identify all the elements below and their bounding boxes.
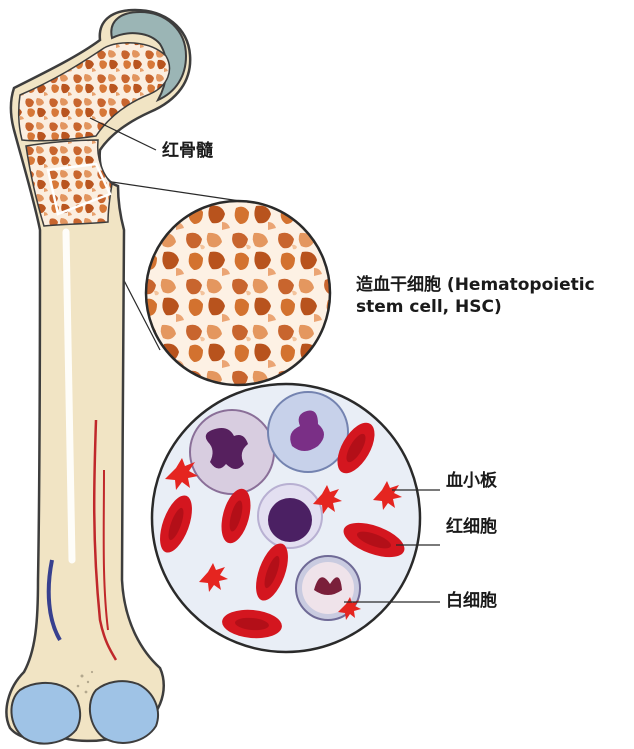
label-hsc-line1: 造血干细胞 (Hematopoietic: [356, 274, 595, 296]
marrow-magnification: [140, 195, 340, 395]
blood-cells-magnification: [152, 384, 420, 652]
label-hsc: 造血干细胞 (Hematopoietic stem cell, HSC): [356, 274, 595, 318]
label-platelet: 血小板: [446, 470, 497, 492]
label-red-marrow: 红骨髓: [162, 140, 213, 162]
white-blood-cell: [268, 392, 348, 472]
white-blood-cell: [190, 410, 274, 494]
white-blood-cell: [258, 484, 322, 548]
label-hsc-line2: stem cell, HSC): [356, 296, 595, 318]
label-white-blood-cell: 白细胞: [446, 590, 497, 612]
femur-bone: [6, 10, 190, 744]
label-red-blood-cell: 红细胞: [446, 516, 497, 538]
